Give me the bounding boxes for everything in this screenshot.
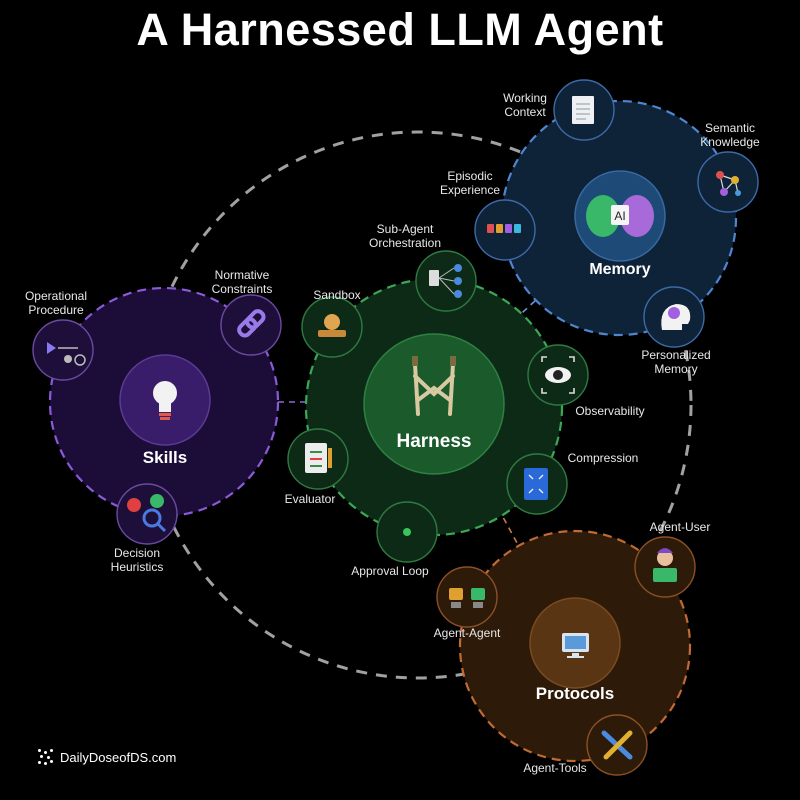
sandbox-label: Sandbox [313,288,361,302]
agent-tools-label: Agent-Tools [523,761,587,775]
observability-label: Observability [575,404,645,418]
dots-logo-icon [38,749,54,765]
lightbulb-icon [153,381,177,420]
semantic-knowledge-node [697,151,759,213]
memory-hub-label: Memory [589,261,651,278]
harness-hub [363,333,505,475]
skills-hub-label: Skills [142,448,188,467]
observability-node [527,344,589,406]
agent-agent-node [436,566,498,628]
episodic-experience-node [474,199,536,261]
agent-user-label: Agent-User [649,520,711,534]
evaluator-label: Evaluator [284,492,336,506]
agent-agent-label: Agent-Agent [433,626,501,640]
approval-loop-label: Approval Loop [351,564,429,578]
ai-chip-label: AI [614,209,626,223]
chain-link-icon [237,309,266,338]
normative-constraints-node [220,294,282,356]
working-context-node [553,79,615,141]
harness-hub-label: Harness [396,431,472,452]
footer-brand: DailyDoseofDS.com [38,749,176,765]
compression-node [506,453,568,515]
harness-icon [412,356,456,416]
decision-heuristics-node [116,483,178,545]
evaluator-node [287,428,349,490]
monitor-icon [562,633,589,658]
approval-loop-node [376,501,438,563]
operational-procedure-node [32,319,94,381]
outer-ring [143,130,693,680]
eye-icon [545,367,571,383]
personalized-memory-node [643,286,705,348]
agent-tools-node [586,714,648,776]
sandbox-node [301,296,363,358]
brain-icon [586,195,654,237]
sub-agent-orchestration-node [415,250,477,312]
agent-user-node [634,536,696,598]
footer-brand-text: DailyDoseofDS.com [60,749,177,765]
compression-label: Compression [567,451,639,465]
protocols-hub-label: Protocols [535,684,615,703]
page-title: A Harnessed LLM Agent [136,4,664,55]
